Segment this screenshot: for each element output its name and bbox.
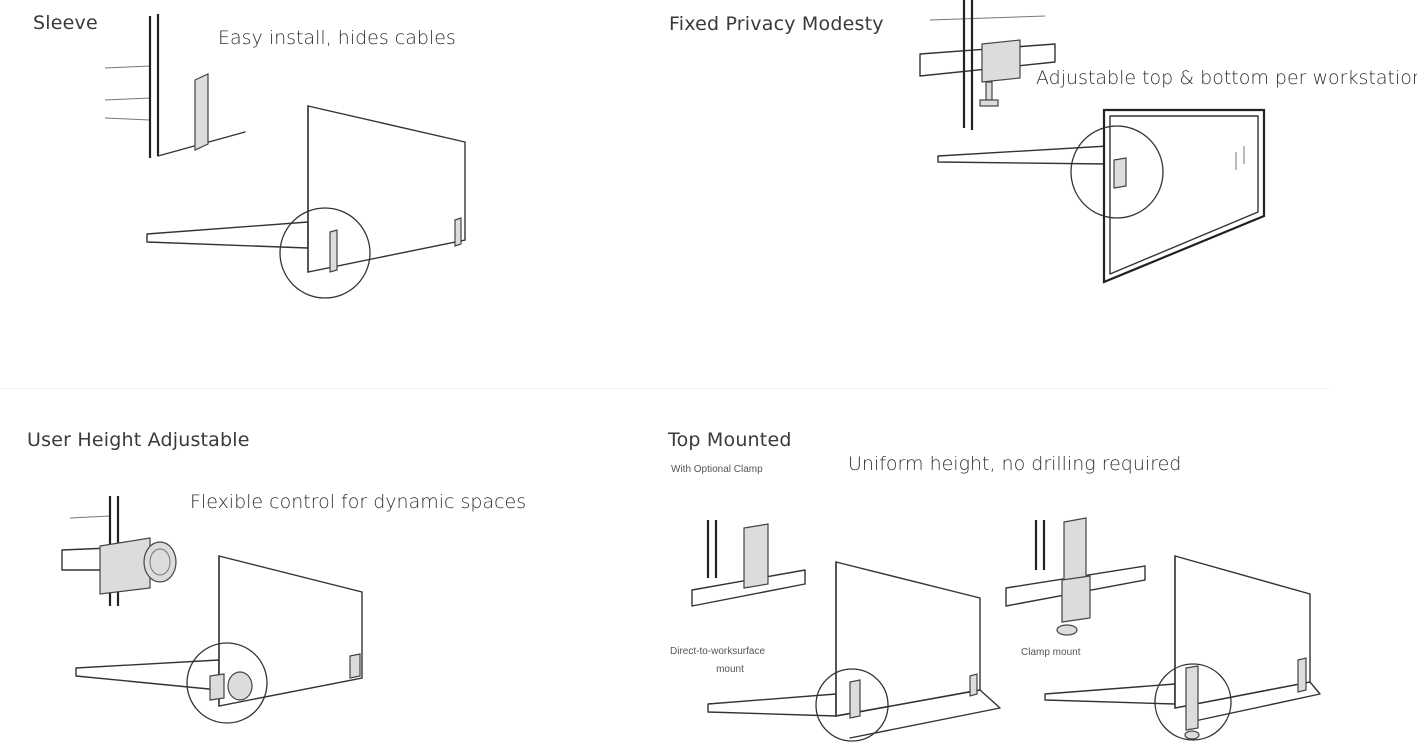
top-mounted-subtitle: With Optional Clamp bbox=[671, 464, 763, 475]
user-height-title: User Height Adjustable bbox=[27, 429, 250, 451]
fixed-privacy-caption: Adjustable top & bottom per workstation bbox=[1036, 67, 1417, 89]
user-height-caption: Flexible control for dynamic spaces bbox=[190, 491, 527, 513]
fixed-privacy-title: Fixed Privacy Modesty bbox=[669, 13, 884, 35]
direct-mount-label-line2: mount bbox=[716, 664, 744, 675]
top-mounted-caption: Uniform height, no drilling required bbox=[848, 453, 1182, 475]
top-mounted-title: Top Mounted bbox=[668, 429, 792, 451]
direct-mount-label-line1: Direct-to-worksurface bbox=[670, 646, 766, 657]
clamp-mount-label: Clamp mount bbox=[1021, 647, 1081, 658]
sleeve-title: Sleeve bbox=[33, 12, 98, 34]
section-divider bbox=[0, 388, 1330, 389]
sleeve-caption: Easy install, hides cables bbox=[218, 27, 456, 49]
